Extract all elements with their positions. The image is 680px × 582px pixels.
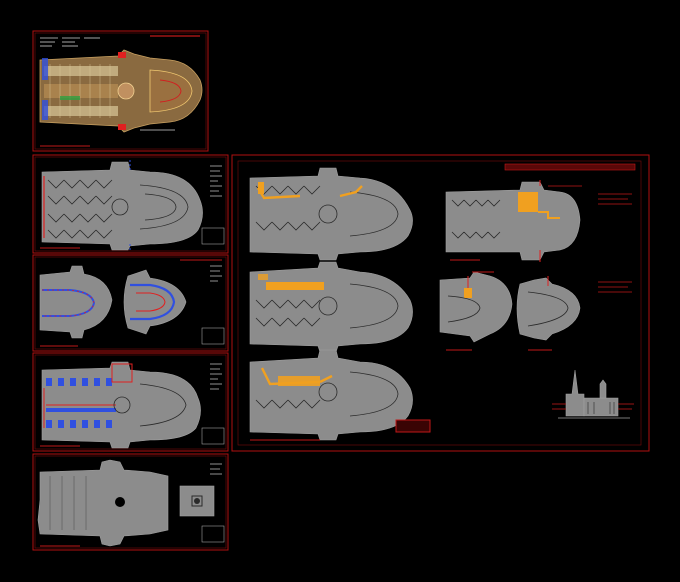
sheet-compilation: [231, 154, 650, 452]
colored-floor-plan: [39, 49, 203, 133]
legend-block: [210, 363, 222, 390]
legend-block: [210, 165, 222, 197]
sheet-floor-plan: [32, 154, 229, 254]
sheet-inner-frame: [34, 354, 227, 450]
sheet-frame: [32, 352, 229, 452]
title-block: [201, 227, 225, 245]
legend-block: [210, 265, 222, 282]
sheet-apse-details: [32, 254, 229, 352]
plan-orange-middle: [249, 261, 413, 353]
title-block: [201, 327, 225, 345]
apse-detail-left: [439, 271, 513, 343]
sheet-title-bar: [504, 163, 636, 171]
cathedral-plan: [41, 361, 201, 449]
apse-detail-right: [516, 276, 581, 341]
sheet-blue-plan: [32, 352, 229, 452]
caption-lines: [446, 271, 552, 351]
pillar-detail: [179, 485, 215, 517]
elevation-notes: [552, 403, 634, 410]
apse-plan-left: [39, 265, 113, 339]
sheet-frame: [231, 154, 650, 452]
notes-block: [548, 185, 632, 293]
sheet-colored-plan: [32, 30, 209, 152]
cathedral-elevation: [558, 369, 630, 419]
title-notes: [40, 37, 100, 47]
title-block: [201, 525, 225, 543]
title-block: [201, 427, 225, 445]
sheet-inner-frame: [34, 256, 227, 350]
sheet-frame: [32, 30, 209, 152]
sheet-frame: [32, 154, 229, 254]
plan-orange-upper: [249, 167, 413, 261]
cathedral-plan: [37, 459, 169, 547]
sheet-frame: [32, 254, 229, 352]
scale-bar: [250, 419, 431, 441]
sheet-inner-frame: [34, 156, 227, 252]
sheet-west-plan: [32, 453, 229, 551]
plan-orange-lower: [249, 349, 413, 441]
legend-block: [210, 463, 222, 475]
apse-plan-right: [123, 269, 187, 335]
cathedral-plan: [41, 160, 203, 252]
sheet-inner-frame: [237, 160, 642, 446]
sheet-inner-frame: [34, 32, 207, 150]
sheet-frame: [32, 453, 229, 551]
sheet-inner-frame: [34, 455, 227, 549]
plan-right-upper: [445, 180, 581, 262]
